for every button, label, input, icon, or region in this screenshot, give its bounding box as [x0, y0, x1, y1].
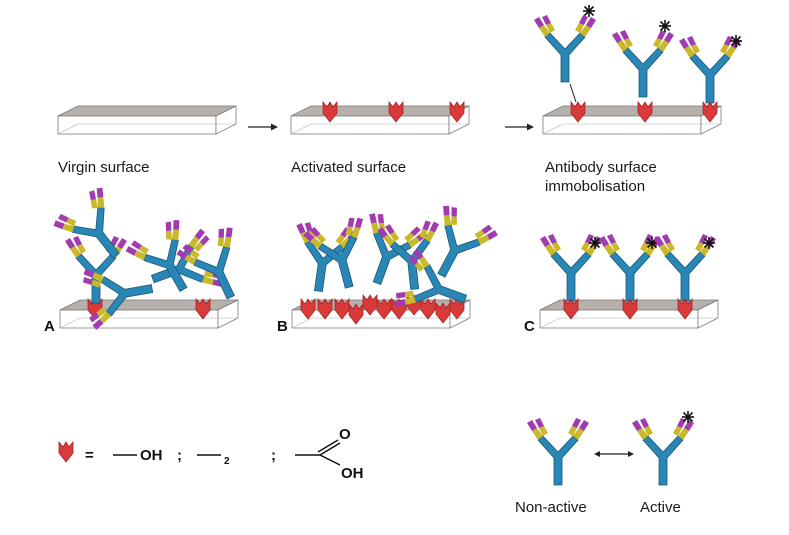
antibody-surface-label-line1: Antibody surface	[545, 159, 657, 176]
panel-a: A	[44, 183, 260, 335]
anchor-legend-icon	[58, 441, 74, 463]
activated-surface-stage: Activated surface	[290, 101, 470, 176]
antibody-surface-label-line2: immobolisation	[545, 178, 645, 195]
antibody	[611, 29, 675, 98]
panel-c-label: C	[524, 318, 535, 335]
panel-a-label: A	[44, 318, 55, 335]
activated-surface-label: Activated surface	[291, 159, 406, 176]
active-antibody	[631, 417, 695, 486]
double-arrow-icon	[594, 451, 634, 457]
right-arrow-icon	[248, 123, 278, 131]
antibody	[49, 183, 142, 276]
panel-b-label: B	[277, 318, 288, 335]
antibody	[533, 14, 597, 83]
activated-surface-slab	[290, 105, 470, 135]
star-icon	[681, 410, 695, 424]
legend-separator: ;	[177, 447, 182, 464]
antibody	[539, 233, 603, 302]
legend-oh: OH	[140, 447, 163, 464]
antibody-surface-slab	[542, 105, 722, 135]
legend-nh: 2	[224, 456, 230, 467]
non-active-label: Non-active	[515, 499, 587, 516]
right-arrow-icon	[505, 123, 534, 131]
antibody	[653, 233, 717, 302]
antibody	[678, 35, 742, 104]
panel-a-slab	[59, 299, 239, 329]
star-icon	[588, 236, 602, 250]
virgin-surface-slab	[57, 105, 237, 135]
non-active-antibody	[526, 417, 590, 486]
star-icon	[582, 4, 596, 18]
star-icon	[729, 34, 743, 48]
star-icon	[702, 236, 716, 250]
panel-b: B	[277, 201, 501, 335]
antibody-surface-stage: Antibody surface immobolisation	[533, 4, 743, 195]
star-icon	[658, 19, 672, 33]
legend-equals: =	[85, 447, 94, 464]
carboxyl-structure: O OH	[295, 426, 364, 482]
virgin-surface-label: Virgin surface	[58, 159, 149, 176]
carboxyl-o: O	[339, 426, 351, 443]
panel-c: C	[524, 233, 719, 335]
legend-separator: ;	[271, 447, 276, 464]
virgin-surface-stage: Virgin surface	[57, 105, 237, 176]
active-label: Active	[640, 499, 681, 516]
anchor-legend: = OH ; 2 ; O OH	[58, 426, 364, 482]
activity-legend: Non-active Active	[515, 410, 695, 516]
carboxyl-oh: OH	[341, 465, 364, 482]
antibody	[173, 222, 260, 311]
